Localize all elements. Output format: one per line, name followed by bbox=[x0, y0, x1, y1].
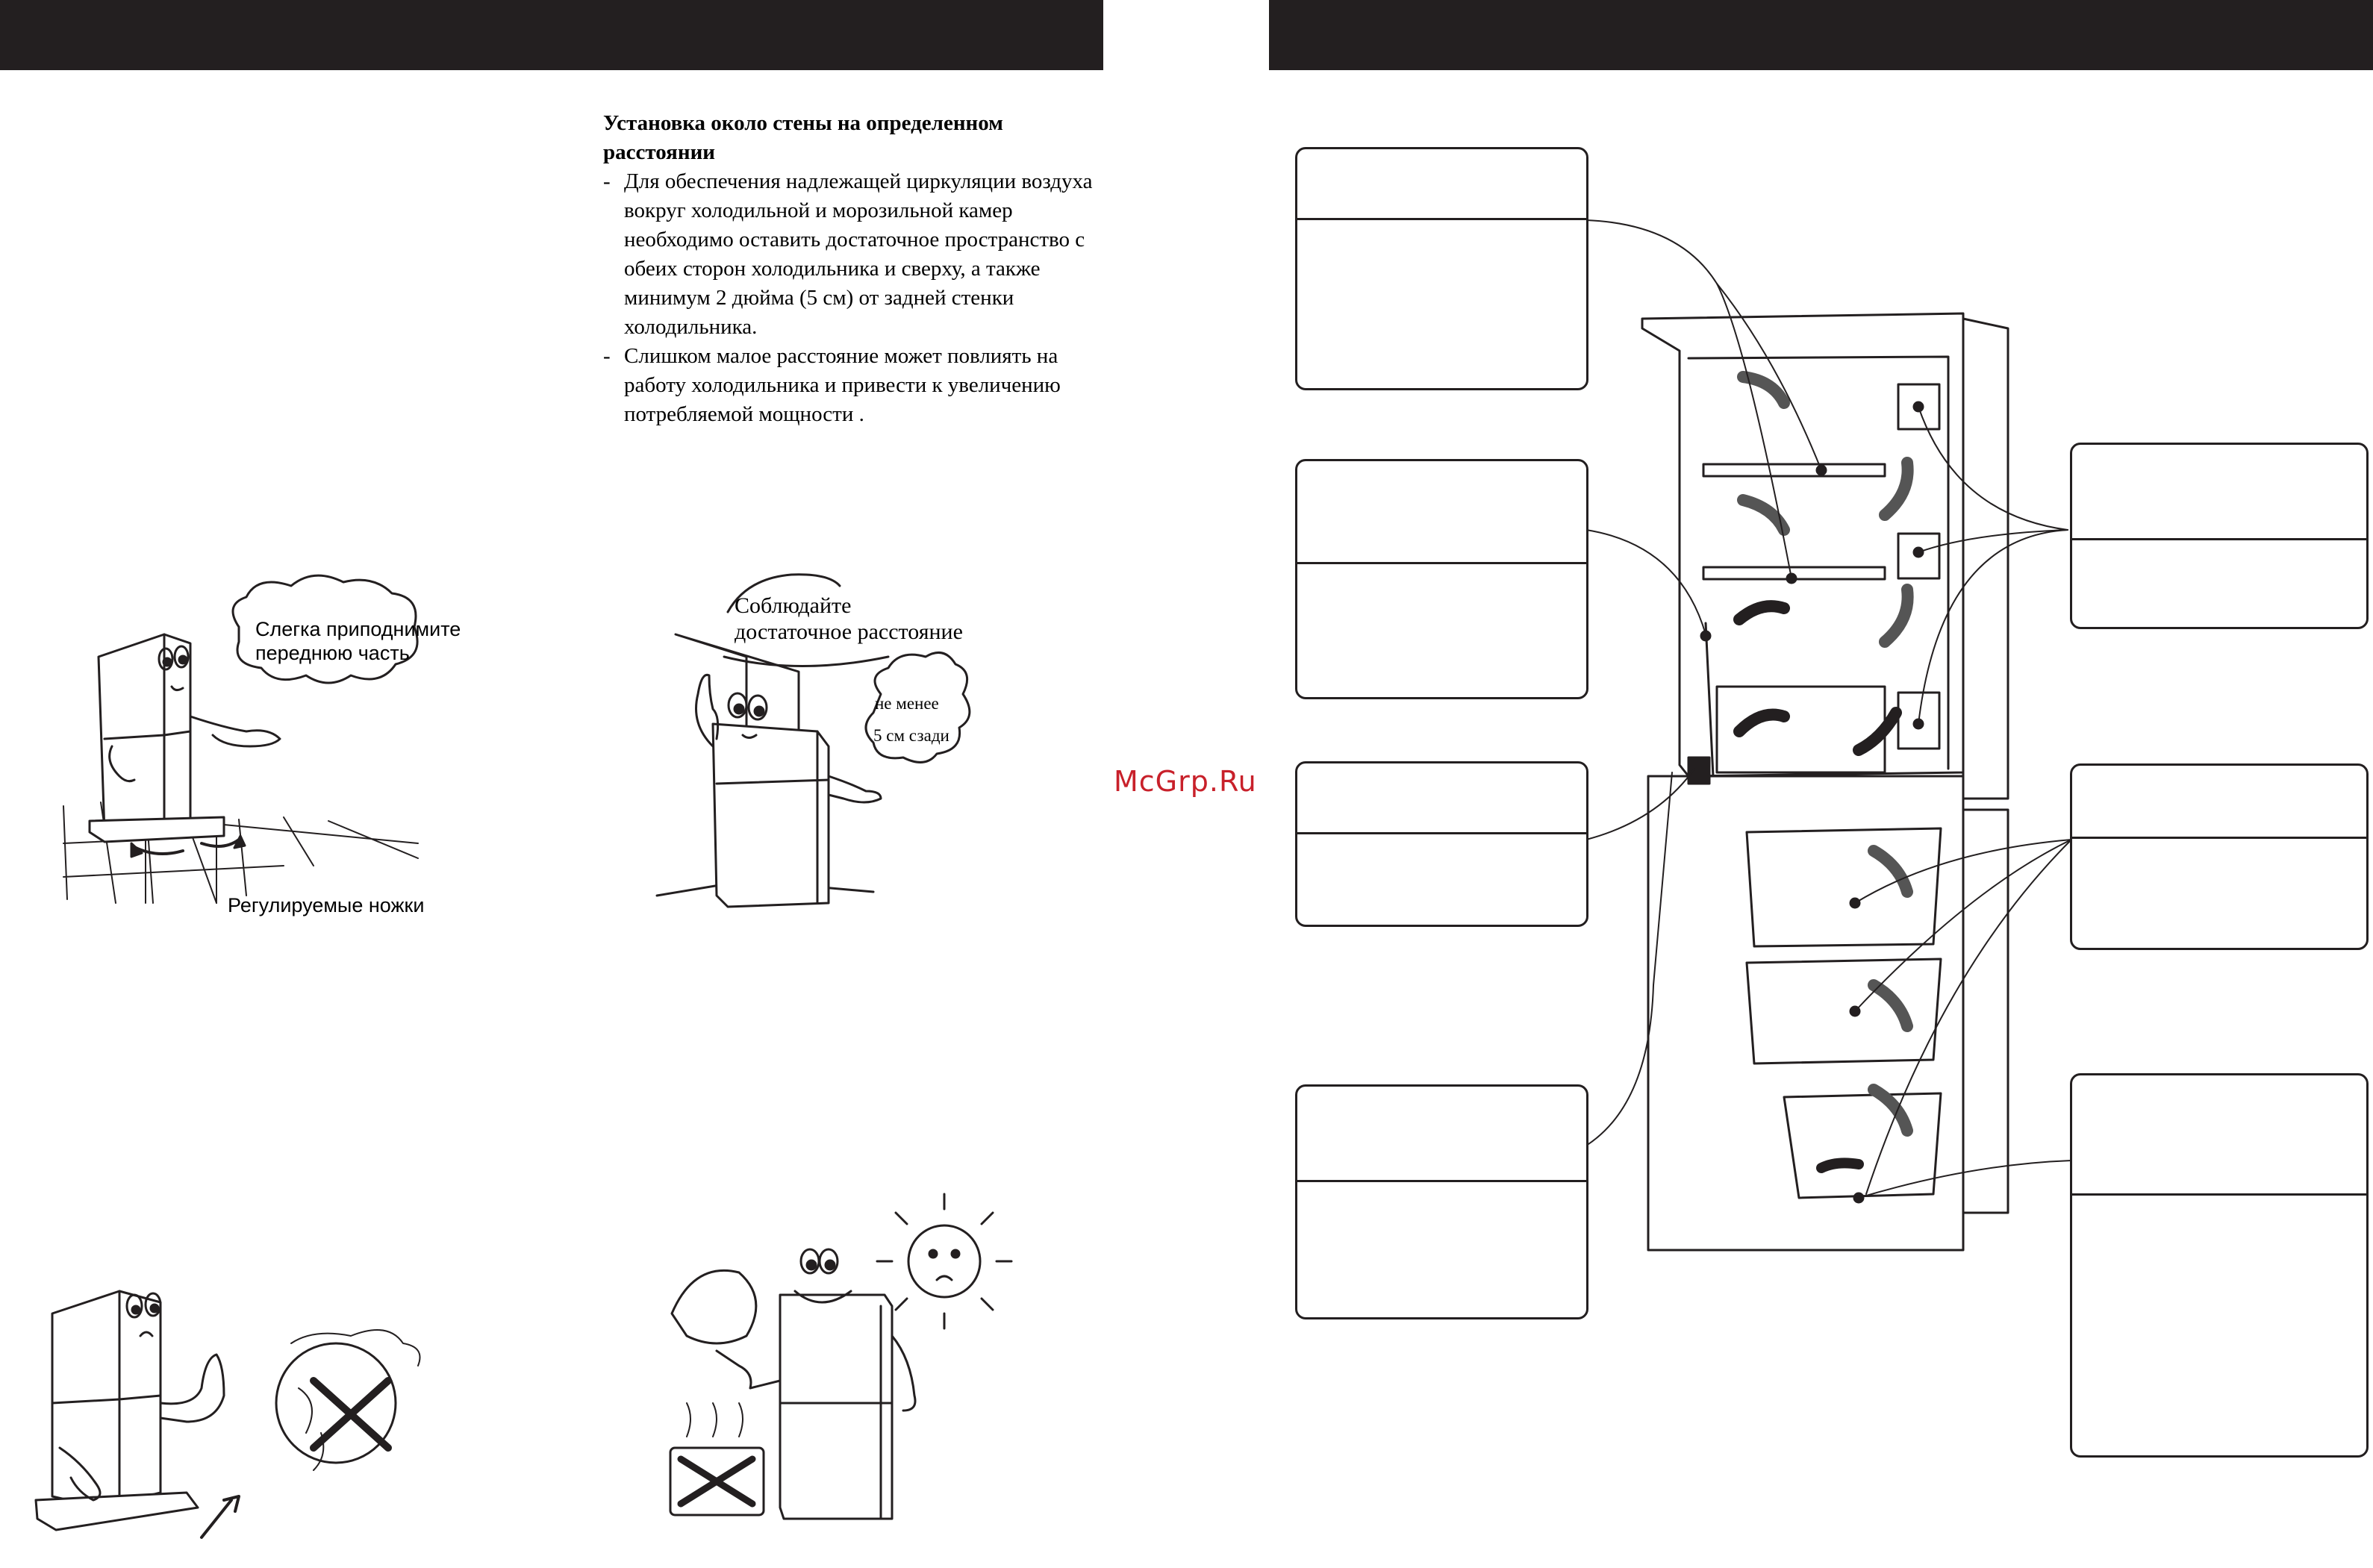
callout-box-1 bbox=[1295, 147, 1588, 390]
leveling-fridge-illustration bbox=[63, 574, 419, 904]
callout-box-5 bbox=[2070, 443, 2369, 629]
list-marker: - bbox=[603, 169, 611, 193]
callout-box-2 bbox=[1295, 459, 1588, 699]
callout-box-7 bbox=[2070, 1073, 2369, 1458]
callout-divider bbox=[2072, 538, 2366, 540]
list-item: - Для обеспечения надлежащей циркуляции … bbox=[603, 167, 1111, 342]
adjustable-feet-caption: Регулируемые ножки bbox=[228, 894, 425, 916]
level-speech-line-2: переднюю часть bbox=[255, 642, 410, 664]
callout-divider bbox=[2072, 1193, 2366, 1196]
installation-text: Установка около стены на определенном ра… bbox=[603, 109, 1111, 429]
callout-divider bbox=[2072, 837, 2366, 839]
list-marker: - bbox=[603, 344, 611, 368]
clearance-speech-line-1: Соблюдайте bbox=[735, 593, 852, 618]
callout-divider bbox=[1297, 218, 1586, 220]
callout-box-6 bbox=[2070, 763, 2369, 950]
callout-box-4 bbox=[1295, 1084, 1588, 1319]
list-item: - Слишком малое расстояние может повлият… bbox=[603, 342, 1111, 429]
clearance-bubble-line-2: 5 см сзади bbox=[873, 726, 949, 745]
moisture-warning-illustration bbox=[34, 1290, 421, 1539]
section-heading: Установка около стены на определенном ра… bbox=[603, 111, 1003, 164]
watermark: McGrp.Ru bbox=[1114, 765, 1257, 798]
clearance-fridge-illustration bbox=[655, 573, 971, 908]
header-bar-right bbox=[1269, 0, 2373, 70]
fridge-diagram bbox=[1585, 219, 2072, 1252]
heat-warning-illustration bbox=[669, 1193, 1013, 1520]
list-item-text: Для обеспечения надлежащей циркуляции во… bbox=[624, 169, 1093, 339]
callout-box-3 bbox=[1295, 761, 1588, 927]
level-speech-line-1: Слегка приподнимите bbox=[255, 618, 461, 640]
clearance-speech-line-2: достаточное расстояние bbox=[735, 619, 963, 644]
list-item-text: Слишком малое расстояние может повлиять … bbox=[624, 344, 1061, 426]
clearance-bubble-line-1: не менее bbox=[875, 694, 939, 713]
callout-divider bbox=[1297, 1180, 1586, 1182]
header-bar-left bbox=[0, 0, 1103, 70]
callout-divider bbox=[1297, 832, 1586, 834]
callout-divider bbox=[1297, 562, 1586, 564]
